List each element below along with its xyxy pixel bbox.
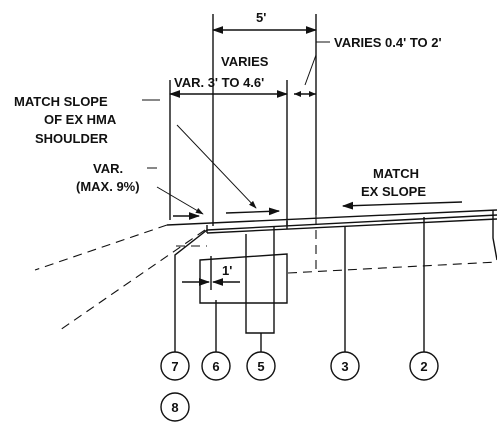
- var-dimension-label: VAR. 3' TO 4.6': [174, 75, 264, 90]
- callout-7: [160, 351, 190, 381]
- callout-3-label: 3: [341, 359, 348, 374]
- match-ex-slope-line-1: MATCH: [373, 166, 419, 181]
- pavement-layer-1: [206, 214, 497, 231]
- match-slope-note-line-2: OF EX HMA: [44, 112, 117, 127]
- match-ex-slope-arrow: [341, 201, 463, 210]
- callout-8: [160, 392, 190, 422]
- match-ex-slope-line-2: EX SLOPE: [361, 184, 426, 199]
- pavement-layer-2: [206, 218, 497, 234]
- existing-slope-dashed: [34, 224, 168, 271]
- varies-edge-leader-diag: [304, 54, 317, 86]
- match-slope-arrow: [225, 207, 281, 216]
- subgrade-slope-dashed: [59, 229, 206, 331]
- callout-5-label: 5: [257, 359, 264, 374]
- match-slope-note-line-1: MATCH SLOPE: [14, 94, 108, 109]
- leader-7: [174, 229, 208, 352]
- leader-5: [245, 226, 275, 334]
- callout-6: [201, 351, 231, 381]
- offset-label: 1': [222, 263, 232, 278]
- var-max-note-line-1: VAR.: [93, 161, 123, 176]
- edge-arrow-right: [309, 91, 316, 97]
- var-max-leader-b: [156, 186, 204, 215]
- edge-arrow-left: [294, 91, 301, 97]
- top-width-label: 5': [256, 10, 266, 25]
- callout-2-label: 2: [420, 359, 427, 374]
- callout-6-label: 6: [212, 359, 219, 374]
- callout-7-label: 7: [171, 359, 178, 374]
- callout-3: [330, 351, 360, 381]
- varies-label: VARIES: [221, 54, 269, 69]
- match-slope-leader-b: [176, 124, 257, 209]
- varies-edge-label: VARIES 0.4' TO 2': [334, 35, 442, 50]
- callout-5: [246, 351, 276, 381]
- callout-2: [409, 351, 439, 381]
- callout-8-label: 8: [171, 400, 178, 415]
- break-line: [492, 210, 497, 261]
- shoulder-block: [199, 253, 288, 304]
- var-max-note-line-2: (MAX. 9%): [76, 179, 140, 194]
- pavement-surface: [166, 209, 497, 226]
- subgrade-line-dashed: [287, 261, 497, 274]
- match-slope-note-line-3: SHOULDER: [35, 131, 109, 146]
